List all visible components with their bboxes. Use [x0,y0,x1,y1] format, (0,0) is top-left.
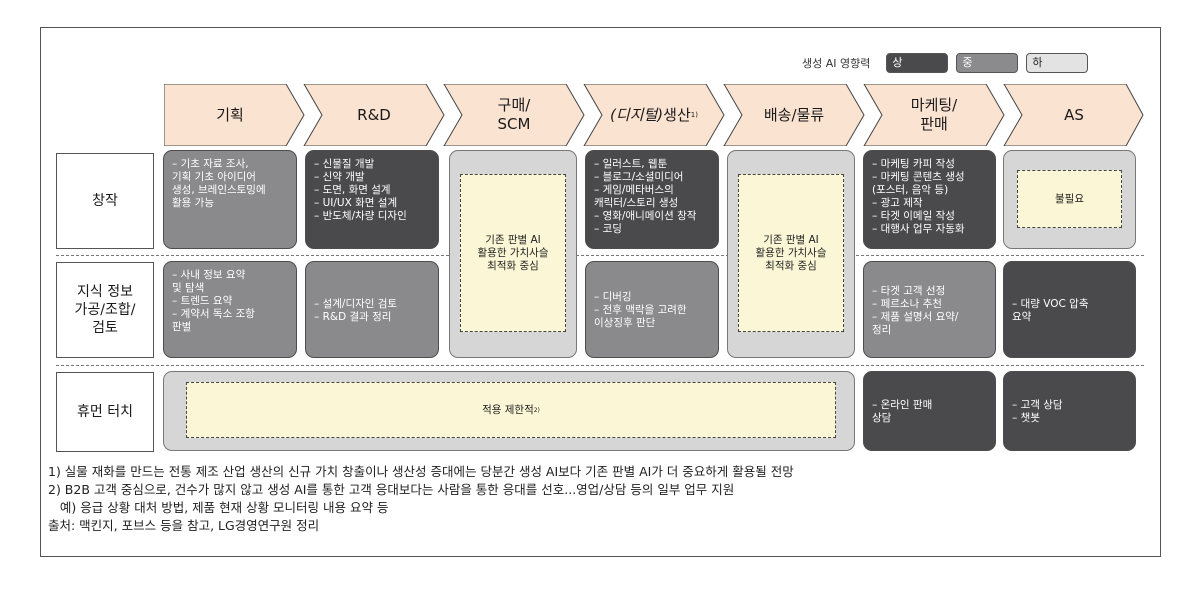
as-not-needed-box: 불필요 [1017,170,1122,228]
legend-title: 생성 AI 영향력 [802,57,871,70]
list-item: – 대행사 업무 자동화 [872,223,965,235]
row-separator [56,365,1144,366]
list-item: – 신약 개발 [314,171,365,183]
legend: 생성 AI 영향력 상 중 하 [802,52,1089,74]
scm-discriminative-ai-box: 기존 판별 AI 활용한 가치사슬 최적화 중심 [460,174,566,332]
footnotes: 1) 실물 재화를 만드는 전통 제조 산업 생산의 신규 가치 창출이나 생산… [48,463,1148,535]
stage-rnd: R&D [357,105,391,124]
stage-as: AS [1064,105,1084,124]
stage-production-footnote: 1) [690,110,698,119]
row-label-knowledge: 지식 정보 가공/조합/ 검토 [56,262,154,358]
stage-marketing: 마케팅/ 판매 [910,96,958,133]
limited-footnote: 2) [533,406,540,414]
list-item: – 게임/메타버스의 캐릭터/스토리 생성 [594,184,679,209]
list-item: – 광고 제작 [872,197,923,209]
footnote-1: 1) 실물 재화를 만드는 전통 제조 산업 생산의 신규 가치 창출이나 생산… [48,464,794,479]
list-item: – 사내 정보 요약 및 탐색 [172,269,246,294]
cell-creation-marketing: – 마케팅 카피 작성 – 마케팅 콘텐츠 생성 (포스터, 음악 등) – 광… [863,150,996,249]
stage-arrow-scm [443,84,585,146]
limited-label: 적용 제한적 [482,403,534,416]
list-item: – 디버깅 [594,291,632,303]
cell-creation-plan: – 기초 자료 조사, 기획 기초 아이디어 생성, 브레인스토밍에 활용 가능 [163,150,297,249]
row-label-creation: 창작 [56,153,154,249]
cell-human-marketing: – 온라인 판매 상담 [863,371,996,451]
list-item: – 타겟 고객 선정 [872,284,946,297]
footnote-2-example: 예) 응급 상황 대처 방법, 제품 현재 상황 모니터링 내용 요약 등 [48,500,389,515]
cell-knowledge-as: – 대량 VOC 압축 요약 [1003,261,1136,358]
list-item: – 신물질 개발 [314,158,375,170]
list-item: – 계약서 독소 조항 판별 [172,308,255,333]
list-item: – 온라인 판매 상담 [872,399,933,424]
list-item: – 트렌드 요약 [172,295,233,307]
stage-production-label: 생산 [663,105,691,124]
cell-creation-rnd: – 신물질 개발 – 신약 개발 – 도면, 화면 설계 – UI/UX 화면 … [305,150,439,249]
list-item: – 타겟 이메일 작성 [872,210,955,222]
cell-knowledge-rnd: – 설계/디자인 검토 – R&D 결과 정리 [305,261,439,358]
stage-scm: 구매/ SCM [497,96,531,133]
list-item: – 기초 자료 조사, 기획 기초 아이디어 생성, 브레인스토밍에 활용 가능 [172,158,266,209]
source-note: 출처: 맥킨지, 포브스 등을 참고, LG경영연구원 정리 [48,518,320,533]
list-item: – 코딩 [594,223,622,235]
stage-arrow-plan [164,84,305,146]
list-item: – 페르소나 추천 [872,297,942,310]
list-item: – 마케팅 콘텐츠 생성 (포스터, 음악 등) [872,171,965,196]
list-item: – UI/UX 화면 설계 [314,197,398,209]
stage-arrow-logi [723,84,865,146]
list-item: – 챗봇 [1012,412,1040,424]
list-item: – 설계/디자인 검토 [314,297,398,310]
stage-plan: 기획 [216,105,244,124]
list-item: – 전후 맥락을 고려한 이상징후 판단 [594,304,687,329]
cell-human-as: – 고객 상담 – 챗봇 [1003,371,1136,451]
stage-arrow-as [1003,84,1144,146]
list-item: – 영화/애니메이션 창작 [594,210,697,222]
legend-high: 상 [886,53,949,73]
cell-knowledge-plan: – 사내 정보 요약 및 탐색 – 트렌드 요약 – 계약서 독소 조항 판별 [163,261,297,358]
list-item: – R&D 결과 정리 [314,310,392,323]
row-separator [56,255,1144,256]
stage-production-prefix: (디지털) [610,105,664,124]
cell-creation-production: – 일러스트, 웹툰 – 블로그/소셜미디어 – 게임/메타버스의 캐릭터/스토… [585,150,719,249]
cell-knowledge-production: – 디버깅 – 전후 맥락을 고려한 이상징후 판단 [585,261,719,358]
value-chain-arrows [164,84,1144,146]
stage-logistics: 배송/물류 [763,105,825,124]
list-item: – 블로그/소셜미디어 [594,171,684,183]
legend-low: 하 [1026,53,1089,73]
list-item: – 고객 상담 [1012,399,1063,411]
list-item: – 마케팅 카피 작성 [872,158,955,170]
legend-mid: 중 [956,53,1019,73]
stage-arrow-prod [583,84,725,146]
stage-arrow-rnd [303,84,445,146]
list-item: – 제품 설명서 요약/ 정리 [872,310,959,336]
list-item: – 도면, 화면 설계 [314,184,391,196]
cell-knowledge-marketing: – 타겟 고객 선정 – 페르소나 추천 – 제품 설명서 요약/ 정리 [863,261,996,358]
list-item: – 일러스트, 웹툰 [594,158,668,170]
row-label-human-touch: 휴먼 터치 [56,372,154,452]
logistics-discriminative-ai-box: 기존 판별 AI 활용한 가치사슬 최적화 중심 [738,174,844,332]
stage-arrow-mkt [863,84,1005,146]
list-item: – 반도체/차량 디자인 [314,210,407,222]
list-item: – 대량 VOC 압축 요약 [1012,297,1089,323]
footnote-2: 2) B2B 고객 중심으로, 건수가 많지 않고 생성 AI를 통한 고객 응… [48,482,735,497]
